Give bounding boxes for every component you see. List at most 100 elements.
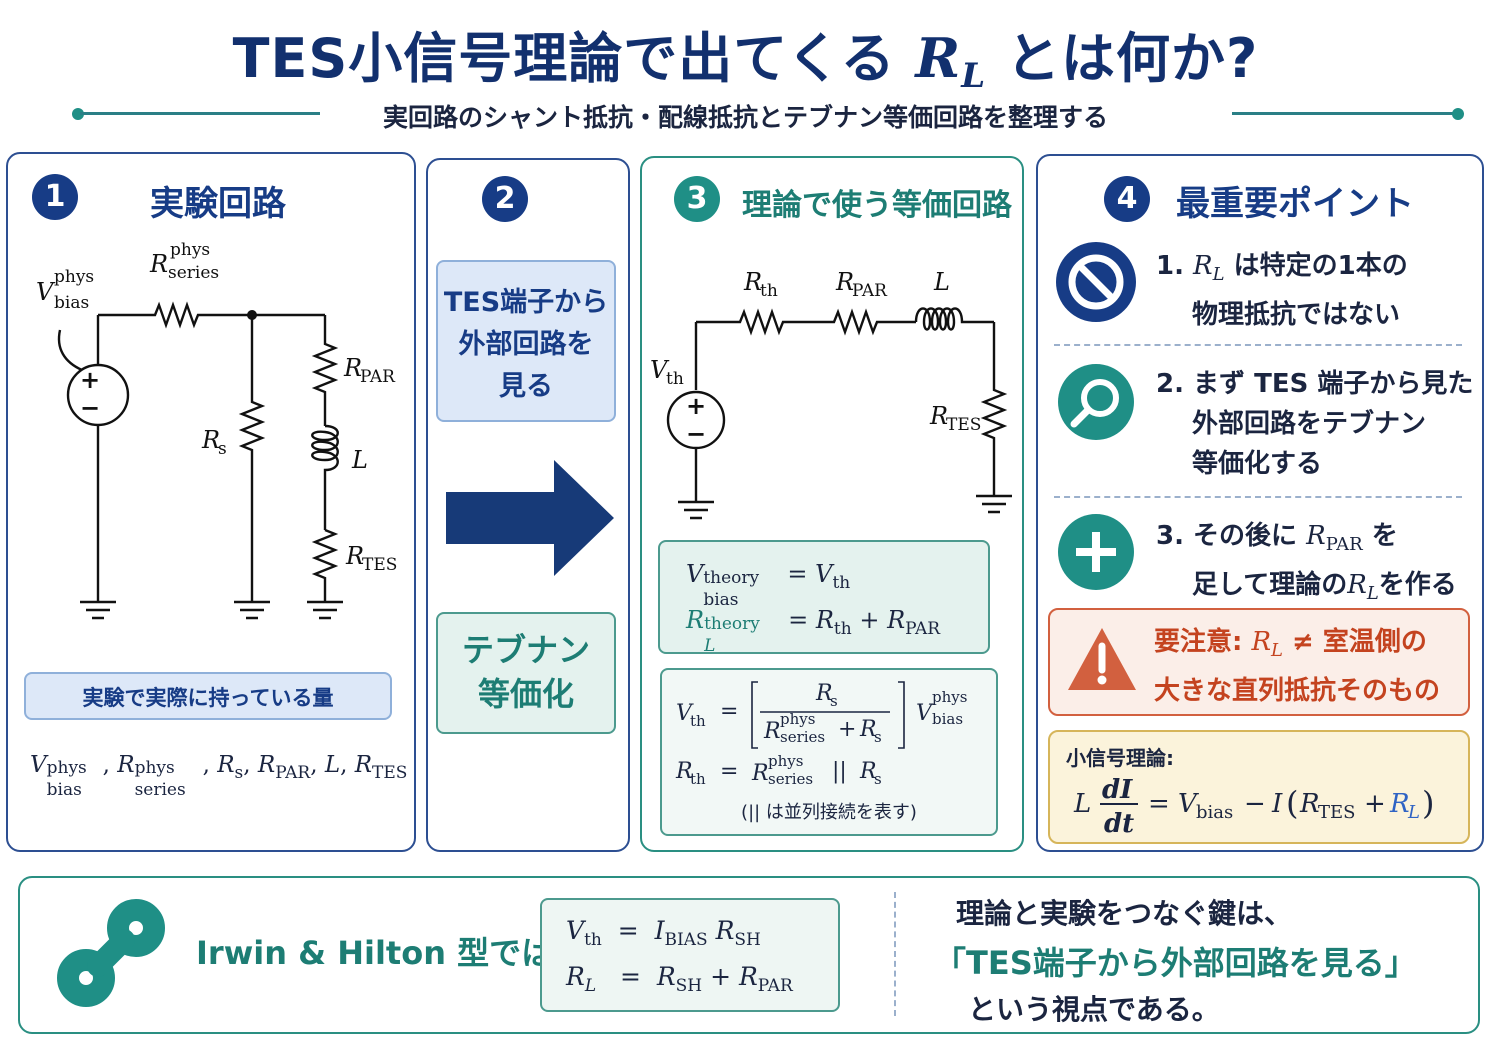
svg-text:(|| は並列接続を表す): (|| は並列接続を表す) xyxy=(741,802,917,823)
divider xyxy=(1054,496,1462,498)
svg-text:R: R xyxy=(1389,789,1410,819)
divider xyxy=(894,892,896,1016)
key-line-3: という視点である。 xyxy=(968,993,1220,1026)
panel-experiment-circuit xyxy=(6,152,416,852)
key-line-1: 理論と実験をつなぐ鍵は、 xyxy=(956,897,1293,930)
series-resistor xyxy=(98,301,325,329)
small-signal-equation: L dI dt = V bias − I ( R TES + R L ) xyxy=(1073,775,1434,838)
svg-text:dI: dI xyxy=(1102,775,1133,805)
svg-text:=: = xyxy=(720,759,738,784)
svg-text:R: R xyxy=(835,268,854,296)
svg-text:L: L xyxy=(1073,789,1091,819)
svg-text:R: R xyxy=(859,717,877,742)
svg-text:=: = xyxy=(1148,789,1170,819)
junction-dot xyxy=(247,310,257,320)
key-line-2: 「TES端子から外部回路を見る」 xyxy=(934,944,1417,982)
small-signal-box xyxy=(1048,730,1470,844)
svg-text:R: R xyxy=(929,402,948,430)
svg-text:R: R xyxy=(675,759,693,784)
eq-rl-rsh: RL = RSH + RPAR xyxy=(566,962,793,996)
panel2-number: 2 xyxy=(482,176,528,222)
svg-text:+: + xyxy=(686,392,706,420)
svg-text:s: s xyxy=(218,439,227,459)
panel1-heading: 実験回路 xyxy=(150,184,286,224)
page-subtitle: 実回路のシャント抵抗・配線抵抗とテブナン等価回路を整理する xyxy=(382,103,1108,132)
experiment-circuit-diagram: + − V phys bias R phys series R s R PAR … xyxy=(36,240,397,620)
svg-text:bias: bias xyxy=(932,710,963,728)
warning-text: 要注意: RL ≠ 室温側の 大きな直列抵抗そのもの xyxy=(1154,627,1441,706)
svg-text:th: th xyxy=(690,770,706,788)
svg-text:R: R xyxy=(815,681,833,706)
prohibited-icon xyxy=(1056,242,1136,322)
thevenin-equations: V th = R s R phys series + R s V phys bi… xyxy=(675,681,967,823)
svg-text:R: R xyxy=(149,250,168,278)
svg-text:L: L xyxy=(933,268,950,296)
svg-text:phys: phys xyxy=(170,240,210,260)
panel1-number: 1 xyxy=(32,174,78,220)
ground-icon xyxy=(234,600,270,620)
divider xyxy=(1054,344,1462,346)
svg-text:+: + xyxy=(838,717,856,742)
svg-text:V: V xyxy=(916,701,934,726)
page-title: TES小信号理論で出てくる RL とは何か? xyxy=(232,26,1259,96)
svg-text:V: V xyxy=(1178,789,1199,819)
svg-text:TES: TES xyxy=(1318,802,1355,823)
view-box-text: TES端子から外部回路を見る xyxy=(443,287,609,402)
svg-text:R: R xyxy=(343,354,362,382)
shunt-resistor xyxy=(238,315,266,602)
warning-icon xyxy=(1068,628,1136,690)
ground-icon xyxy=(307,600,343,620)
svg-text:s: s xyxy=(874,770,882,788)
rule-left xyxy=(80,112,320,115)
theory-equations-box xyxy=(658,540,990,654)
panel3-heading: 理論で使う等価回路 xyxy=(742,188,1012,223)
svg-text:I: I xyxy=(1271,789,1283,819)
inductor xyxy=(311,424,339,530)
svg-text:TES: TES xyxy=(946,415,981,435)
svg-text:V: V xyxy=(36,278,56,306)
svg-text:th: th xyxy=(690,712,706,730)
rpar-resistor xyxy=(311,315,339,426)
inductor xyxy=(914,307,994,331)
ground-icon xyxy=(976,494,1012,514)
tes-resistor xyxy=(980,322,1008,496)
svg-text:R: R xyxy=(743,268,762,296)
svg-text:+: + xyxy=(1364,789,1386,819)
svg-text:V: V xyxy=(650,356,670,384)
svg-text:=: = xyxy=(720,699,738,724)
ground-icon xyxy=(80,600,116,620)
svg-text:bias: bias xyxy=(54,293,89,313)
panel3-number: 3 xyxy=(674,176,720,222)
rule-right xyxy=(1232,112,1458,115)
svg-text:phys: phys xyxy=(54,267,94,287)
svg-text:−: − xyxy=(1244,789,1266,819)
svg-text:series: series xyxy=(780,728,825,746)
svg-text:bias: bias xyxy=(1196,802,1233,823)
svg-text:V: V xyxy=(676,701,694,726)
svg-text:TES: TES xyxy=(362,555,397,575)
small-signal-title: 小信号理論: xyxy=(1066,746,1174,770)
point-1: 1. RL は特定の1本の 物理抵抗ではない xyxy=(1156,251,1408,330)
svg-text:R: R xyxy=(201,426,220,454)
svg-text:phys: phys xyxy=(768,752,803,770)
point-3: 3. その後に RPAR を 足して理論のRLを作る xyxy=(1156,521,1457,604)
rth-rpar-resistors xyxy=(696,308,916,336)
svg-text:R: R xyxy=(859,759,877,784)
rule-dot-right xyxy=(1452,108,1464,120)
irwin-hilton-label: Irwin & Hilton 型では xyxy=(196,934,554,972)
thevenin-equations-box xyxy=(660,668,998,836)
equivalent-circuit-diagram: + − V th R th R PAR L R TES xyxy=(650,268,1012,520)
panel4-heading: 最重要ポイント xyxy=(1176,184,1414,224)
svg-text:s: s xyxy=(830,692,838,710)
svg-text:phys: phys xyxy=(780,710,815,728)
svg-text:L: L xyxy=(1407,802,1420,823)
svg-text:s: s xyxy=(874,728,882,746)
ground-icon xyxy=(678,500,714,520)
eq-vth-ish: Vth = IBIAS RSH xyxy=(566,916,761,950)
tes-resistor xyxy=(311,528,339,602)
svg-text:PAR: PAR xyxy=(852,281,888,301)
quantities-box xyxy=(24,672,392,720)
